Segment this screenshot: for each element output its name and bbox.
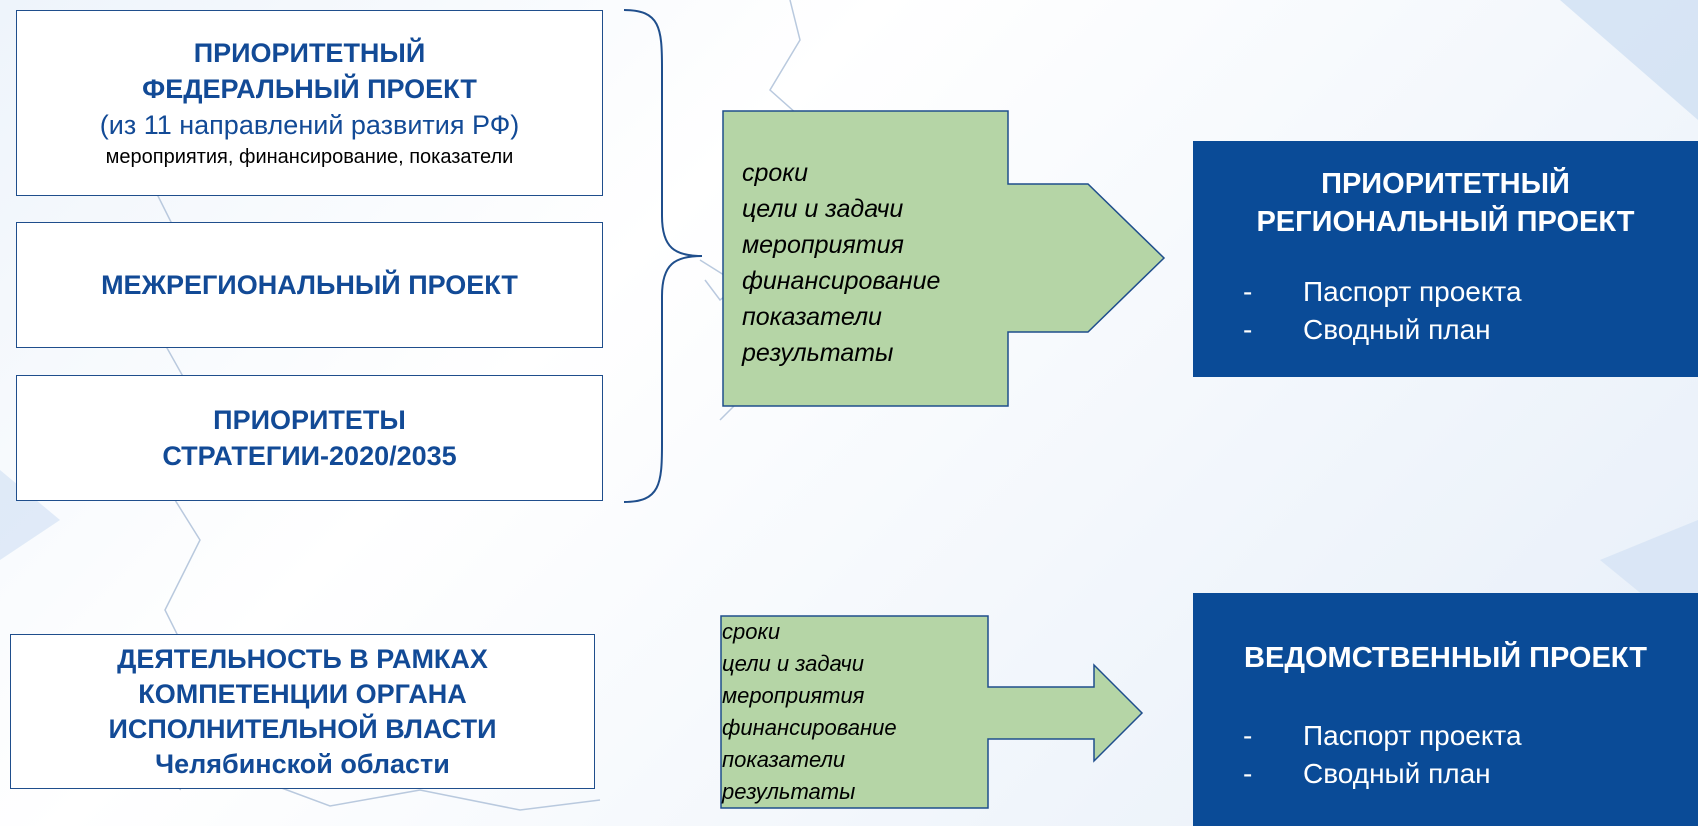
top-arrow-item: показатели xyxy=(742,303,882,331)
bottom-arrow-item: показатели xyxy=(722,747,846,772)
federal-project-subtitle: (из 11 направлений развития РФ) xyxy=(99,110,520,140)
authority-activity-line3: ИСПОЛНИТЕЛЬНОЙ ВЛАСТИ xyxy=(108,713,497,744)
interregional-project-title: МЕЖРЕГИОНАЛЬНЫЙ ПРОЕКТ xyxy=(101,270,518,300)
departmental-project-item: - Сводный план xyxy=(1193,755,1698,793)
regional-project-item-label: Паспорт проекта xyxy=(1303,276,1522,307)
departmental-project-title: ВЕДОМСТВЕННЫЙ ПРОЕКТ xyxy=(1244,642,1647,674)
regional-project-item-label: Сводный план xyxy=(1303,314,1491,345)
federal-project-title-line2: ФЕДЕРАЛЬНЫЙ ПРОЕКТ xyxy=(142,74,477,104)
bullet-dash: - xyxy=(1243,276,1253,307)
federal-project-details: мероприятия, финансирование, показатели xyxy=(105,146,514,168)
bottom-arrow-item: цели и задачи xyxy=(722,651,864,676)
grouping-brace xyxy=(623,9,703,503)
departmental-project-list: - Паспорт проекта - Сводный план xyxy=(1193,717,1698,793)
departmental-project-item-label: Паспорт проекта xyxy=(1303,720,1522,751)
departmental-project-panel: ВЕДОМСТВЕННЫЙ ПРОЕКТ - Паспорт проекта - С… xyxy=(1193,593,1698,826)
bottom-arrow-item: финансирование xyxy=(722,715,897,740)
departmental-project-item: - Паспорт проекта xyxy=(1193,717,1698,755)
regional-project-title-line2: РЕГИОНАЛЬНЫЙ ПРОЕКТ xyxy=(1256,206,1635,238)
top-arrow-item: финансирование xyxy=(742,267,941,295)
top-arrow-text: сроки цели и задачи мероприятия финансир… xyxy=(742,155,940,371)
bullet-dash: - xyxy=(1243,720,1253,751)
top-arrow-item: результаты xyxy=(742,339,894,367)
bottom-arrow-text: сроки цели и задачи мероприятия финансир… xyxy=(722,616,897,808)
bottom-arrow-item: мероприятия xyxy=(722,683,865,708)
regional-project-panel: ПРИОРИТЕТНЫЙ РЕГИОНАЛЬНЫЙ ПРОЕКТ - Паспор… xyxy=(1193,141,1698,377)
federal-project-title-line1: ПРИОРИТЕТНЫЙ xyxy=(193,38,426,68)
bullet-dash: - xyxy=(1243,314,1253,345)
strategy-priorities-box: ПРИОРИТЕТЫ СТРАТЕГИИ-2020/2035 xyxy=(16,375,603,501)
strategy-priorities-title-line1: ПРИОРИТЕТЫ xyxy=(213,405,406,435)
authority-activity-box: ДЕЯТЕЛЬНОСТЬ В РАМКАХ КОМПЕТЕНЦИИ ОРГАНА… xyxy=(10,634,595,789)
interregional-project-box: МЕЖРЕГИОНАЛЬНЫЙ ПРОЕКТ xyxy=(16,222,603,348)
regional-project-item: - Паспорт проекта xyxy=(1193,273,1698,311)
strategy-priorities-title-line2: СТРАТЕГИИ-2020/2035 xyxy=(162,441,457,471)
top-process-arrow xyxy=(722,110,1166,407)
authority-activity-line1: ДЕЯТЕЛЬНОСТЬ В РАМКАХ xyxy=(117,643,488,674)
top-arrow-item: сроки xyxy=(742,159,809,187)
federal-project-box: ПРИОРИТЕТНЫЙ ФЕДЕРАЛЬНЫЙ ПРОЕКТ (из 11 н… xyxy=(16,10,603,196)
regional-project-list: - Паспорт проекта - Сводный план xyxy=(1193,273,1698,349)
bottom-process-arrow xyxy=(720,615,1144,809)
bottom-arrow-item: результаты xyxy=(722,779,856,804)
authority-activity-line4: Челябинской области xyxy=(155,748,450,779)
regional-project-item: - Сводный план xyxy=(1193,311,1698,349)
departmental-project-item-label: Сводный план xyxy=(1303,758,1491,789)
top-arrow-item: цели и задачи xyxy=(742,195,904,223)
regional-project-title-line1: ПРИОРИТЕТНЫЙ xyxy=(1321,168,1570,200)
bullet-dash: - xyxy=(1243,758,1253,789)
bottom-arrow-item: сроки xyxy=(722,619,781,644)
authority-activity-line2: КОМПЕТЕНЦИИ ОРГАНА xyxy=(138,678,467,709)
top-arrow-item: мероприятия xyxy=(742,231,904,259)
